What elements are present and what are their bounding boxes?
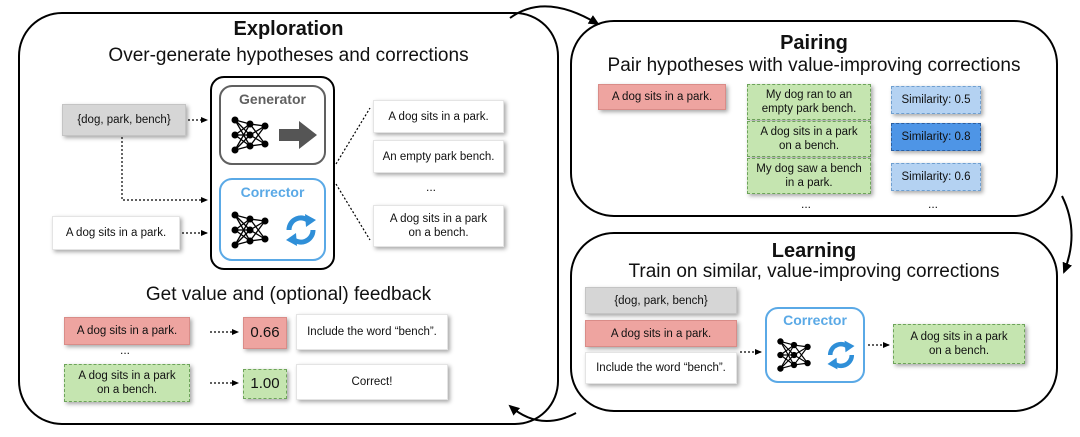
cycle-arrow xyxy=(508,404,577,422)
concepts-input: {dog, park, bench} xyxy=(62,104,186,136)
corrector-label: Corrector xyxy=(783,312,847,328)
generator-module: Generator xyxy=(219,85,326,165)
connector-fan xyxy=(335,107,371,165)
value-score: 0.66 xyxy=(243,317,287,349)
exploration-title: Exploration xyxy=(233,18,344,40)
similarity-score-highlight: Similarity: 0.8 xyxy=(891,123,981,151)
pairing-correction: A dog sits in a park on a bench. xyxy=(747,121,871,157)
learning-title: Learning xyxy=(771,240,857,262)
similarity-ellipsis: ... xyxy=(928,197,939,211)
similarity-score: Similarity: 0.5 xyxy=(891,86,981,114)
neural-network-icon xyxy=(231,116,269,154)
refresh-icon xyxy=(286,214,316,246)
pairing-title: Pairing xyxy=(780,32,848,54)
output-hypothesis: A dog sits in a park on a bench. xyxy=(373,205,504,247)
feedback-text: Correct! xyxy=(296,364,448,400)
output-hypothesis: A dog sits in a park. xyxy=(373,100,504,133)
output-hypothesis: An empty park bench. xyxy=(373,140,504,173)
generator-label: Generator xyxy=(239,91,306,107)
connector-arrow xyxy=(121,137,208,203)
corrector-label: Corrector xyxy=(240,184,305,200)
connector-fan xyxy=(335,183,371,241)
pairing-ellipsis: ... xyxy=(801,197,812,211)
exploration-subtitle: Over-generate hypotheses and corrections xyxy=(108,45,469,66)
output-ellipsis: ... xyxy=(426,180,437,194)
feedback-ellipsis: ... xyxy=(120,343,131,357)
pairing-subtitle: Pair hypotheses with value-improving cor… xyxy=(607,55,1021,76)
learning-corrector-module: Corrector xyxy=(765,307,865,383)
learning-subtitle: Train on similar, value-improving correc… xyxy=(628,261,1000,282)
corrector-module: Corrector xyxy=(219,178,326,261)
hypothesis-red: A dog sits in a park. xyxy=(64,317,190,345)
learning-concepts-input: {dog, park, bench} xyxy=(585,287,737,314)
feedback-title: Get value and (optional) feedback xyxy=(145,284,432,305)
pairing-hypothesis: A dog sits in a park. xyxy=(598,84,726,110)
feedback-text: Include the word “bench”. xyxy=(296,314,448,350)
sentence-input: A dog sits in a park. xyxy=(52,216,180,250)
learning-feedback-input: Include the word “bench”. xyxy=(585,352,737,384)
learning-output: A dog sits in a park on a bench. xyxy=(893,324,1025,364)
similarity-score: Similarity: 0.6 xyxy=(891,163,981,191)
cycle-arrow xyxy=(1061,195,1073,274)
cycle-arrow xyxy=(509,5,600,26)
arrow-right-icon xyxy=(279,121,317,149)
refresh-icon xyxy=(827,340,855,370)
neural-network-icon xyxy=(777,338,811,372)
neural-network-icon xyxy=(231,211,269,249)
pairing-correction: My dog ran to an empty park bench. xyxy=(747,84,871,120)
hypothesis-green: A dog sits in a park on a bench. xyxy=(64,364,190,402)
pairing-correction: My dog saw a bench in a park. xyxy=(747,158,871,194)
learning-hypothesis-input: A dog sits in a park. xyxy=(585,320,737,347)
value-score: 1.00 xyxy=(243,369,287,399)
